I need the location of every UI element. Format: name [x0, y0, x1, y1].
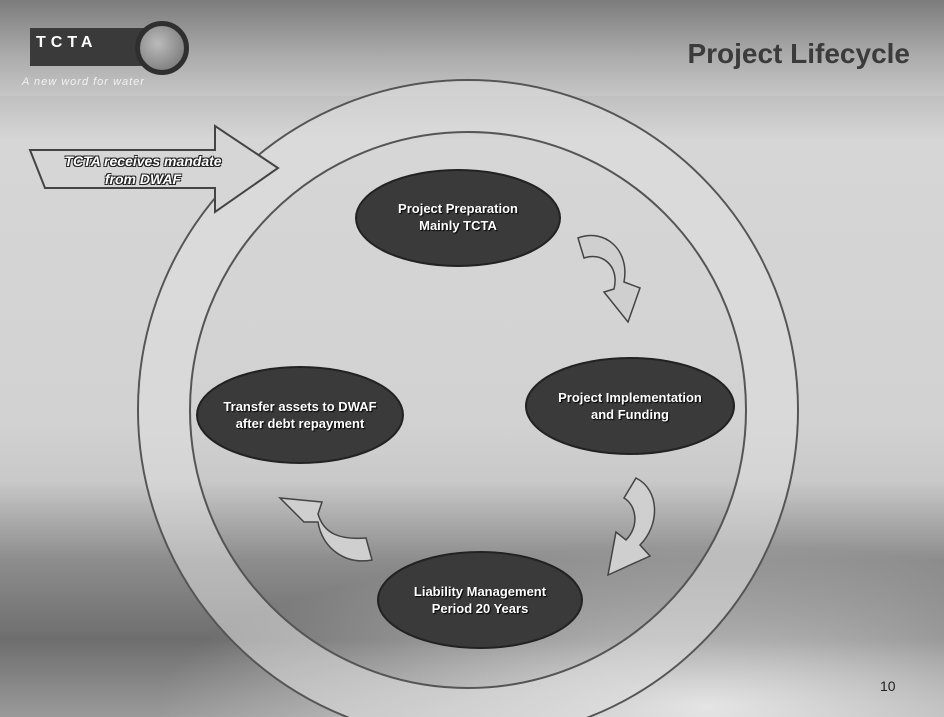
logo-ring-icon	[135, 21, 189, 75]
stage-line1: Liability Management	[413, 584, 547, 599]
mandate-label-line1: TCTA receives mandate	[64, 153, 222, 169]
stage-line1: Project Implementation	[558, 390, 702, 405]
stage-preparation: Project Preparation Mainly TCTA	[358, 200, 558, 234]
lifecycle-ring-band	[139, 81, 797, 717]
stage-line2: after debt repayment	[235, 416, 365, 431]
stage-line1: Transfer assets to DWAF	[223, 399, 377, 414]
stage-liability: Liability Management Period 20 Years	[380, 583, 580, 617]
stage-ellipse-transfer	[196, 366, 404, 464]
lifecycle-ring-outer	[137, 79, 799, 717]
stage-line1: Project Preparation	[398, 201, 518, 216]
mandate-arrow-icon	[28, 124, 280, 214]
lifecycle-ring-inner	[189, 131, 747, 689]
stage-ellipse-preparation	[355, 169, 561, 267]
curved-arrow-icon-1	[577, 234, 641, 324]
page-title: Project Lifecycle	[687, 38, 910, 69]
mandate-label: TCTA receives mandate from DWAF	[38, 152, 248, 188]
tcta-logo: TCTA A new word for water	[18, 14, 189, 92]
stage-line2: Mainly TCTA	[419, 218, 497, 233]
stage-implementation: Project Implementation and Funding	[526, 389, 734, 423]
logo-text: TCTA	[36, 34, 98, 51]
page-number: 10	[880, 678, 896, 694]
mandate-label-line2: from DWAF	[104, 171, 182, 187]
curved-arrow-icon-2	[606, 477, 656, 577]
stage-transfer: Transfer assets to DWAF after debt repay…	[197, 398, 403, 432]
logo-tagline: A new word for water	[22, 76, 145, 88]
stage-line2: and Funding	[591, 407, 669, 422]
stage-ellipse-liability	[377, 551, 583, 649]
logo-box	[30, 28, 145, 66]
stage-ellipse-implementation	[525, 357, 735, 455]
stage-line2: Period 20 Years	[431, 601, 529, 616]
curved-arrow-icon-3	[277, 497, 373, 562]
